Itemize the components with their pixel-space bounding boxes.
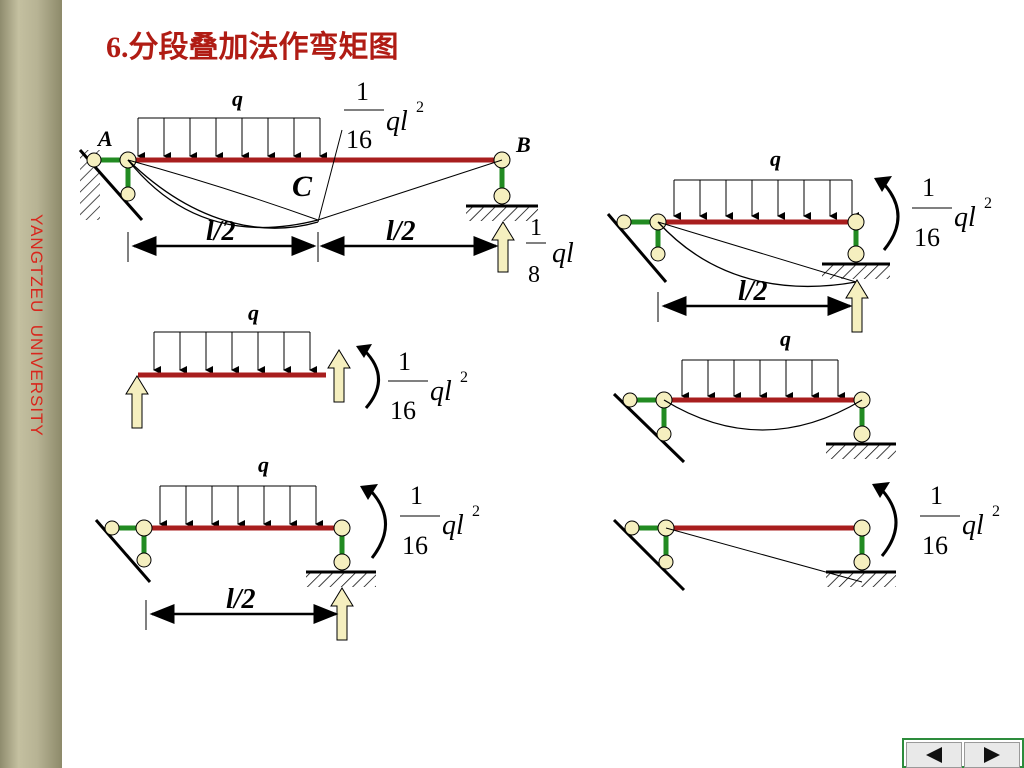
triangle-right-icon — [984, 747, 1000, 763]
dim-3: l/2 — [226, 584, 256, 615]
moment-den-4: 16 — [914, 223, 940, 252]
moment-den-6: 16 — [922, 531, 948, 560]
load-label-4: q — [770, 146, 781, 171]
distributed-load-1 — [137, 117, 327, 160]
label-b: B — [515, 132, 531, 157]
load-label-3: q — [258, 452, 269, 477]
moment-den-1: 16 — [346, 125, 372, 154]
load-label-2: q — [248, 300, 259, 325]
reaction-arrow-b — [491, 221, 515, 273]
moment-exp-3: 2 — [472, 503, 480, 520]
moment-num-6: 1 — [930, 481, 943, 510]
moment-num-3: 1 — [410, 481, 423, 510]
moment-num-2: 1 — [398, 347, 411, 376]
moment-ql-6: ql — [962, 510, 984, 541]
sidebar-university-name: YANGTZEU UNIVERSITY — [27, 214, 46, 437]
moment-ql-4: ql — [954, 202, 976, 233]
moment-exp-6: 2 — [992, 503, 1000, 520]
dim-left: l/2 — [206, 216, 236, 247]
moment-exp-4: 2 — [984, 195, 992, 212]
dim-right: l/2 — [386, 216, 416, 247]
label-c: C — [292, 170, 313, 203]
diagram-full-beam: q A B C — [78, 77, 574, 288]
label-a: A — [96, 126, 113, 151]
reaction-num: 1 — [530, 215, 542, 241]
next-slide-button[interactable] — [964, 742, 1020, 768]
moment-ql-2: ql — [430, 376, 452, 407]
load-label: q — [232, 86, 243, 111]
moment-exp-2: 2 — [460, 369, 468, 386]
triangle-left-icon — [926, 747, 942, 763]
moment-ql-1: ql — [386, 106, 408, 137]
navigation-bar — [902, 738, 1024, 768]
diagram-right-middle: q — [612, 326, 896, 464]
moment-exp-1: 2 — [416, 99, 424, 116]
previous-slide-button[interactable] — [906, 742, 962, 768]
moment-ql-3: ql — [442, 510, 464, 541]
moment-diagram-figure: q A B C — [78, 77, 1000, 641]
reaction-den: 8 — [528, 262, 540, 288]
load-label-5: q — [780, 326, 791, 351]
reaction-ql: ql — [552, 238, 574, 269]
page-title: 6.分段叠加法作弯矩图 — [106, 31, 399, 64]
diagram-right-bottom: 1 16 ql 2 — [612, 481, 1000, 592]
moment-den-3: 16 — [402, 531, 428, 560]
diagram-right-top: q l/2 1 16 ql 2 — [606, 146, 992, 333]
support-b — [466, 151, 538, 221]
moment-num-1: 1 — [356, 77, 369, 106]
moment-den-2: 16 — [390, 396, 416, 425]
dim-4: l/2 — [738, 276, 768, 307]
diagram-segment-load: q 1 16 ql 2 — [125, 300, 468, 429]
diagram-half-beam-load: q l/2 1 16 ql 2 — [94, 452, 480, 641]
moment-num-4: 1 — [922, 173, 935, 202]
sidebar: YANGTZEU UNIVERSITY — [0, 0, 62, 768]
